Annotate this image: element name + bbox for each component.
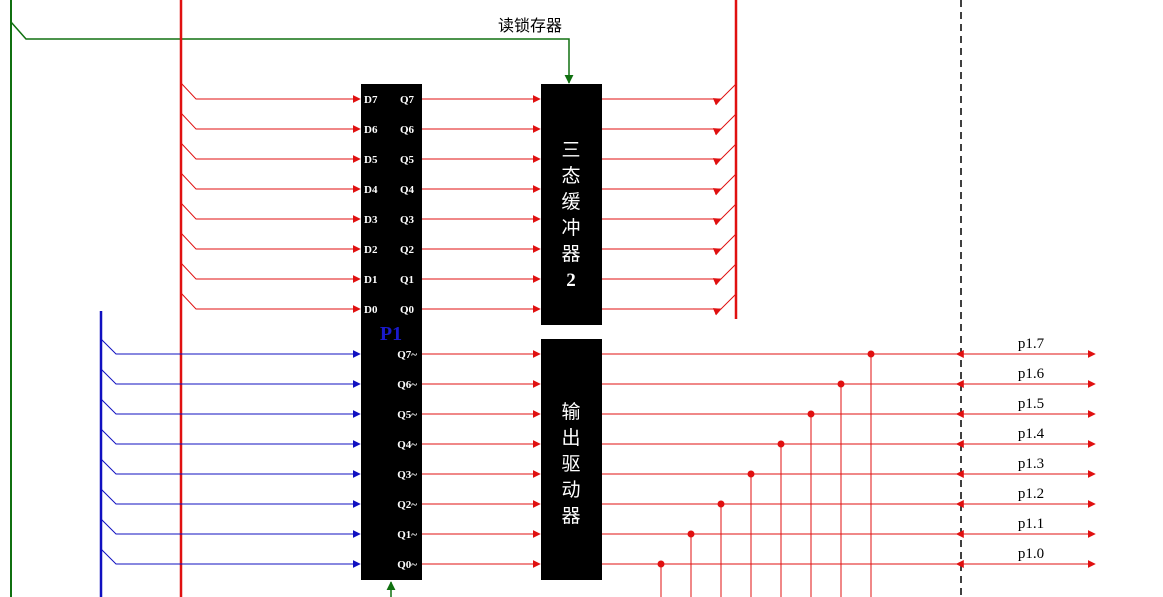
- latch-name: P1: [380, 323, 402, 345]
- buffer-output-wire: [602, 143, 737, 166]
- input-bus-wire: [100, 398, 361, 418]
- buffer-output-wire: [602, 203, 737, 226]
- junction-dot: [867, 350, 875, 358]
- latch-d-pin: D6: [364, 124, 378, 136]
- output-driver-char: 输: [561, 401, 580, 423]
- junction-dot: [717, 500, 725, 508]
- latch-qn-pin: Q4~: [397, 439, 417, 451]
- port-label: p1.2: [1018, 486, 1044, 502]
- buffer-output-wire: [602, 83, 737, 106]
- data-bus-wire: [180, 292, 361, 313]
- data-bus-wire: [180, 232, 361, 253]
- port-label: p1.0: [1018, 546, 1044, 562]
- data-bus-wire: [180, 202, 361, 223]
- input-bus-wire: [100, 518, 361, 538]
- latch-d-pin: D3: [364, 214, 378, 226]
- buffer-output-wire: [602, 233, 737, 256]
- latch-qn-pin: Q7~: [397, 349, 417, 361]
- latch-q-pin: Q4: [400, 184, 415, 196]
- latch-d-pin: D1: [364, 274, 377, 286]
- output-driver-char: 动: [561, 479, 580, 501]
- tristate-buffer-char: 冲: [561, 217, 580, 239]
- port-label: p1.4: [1018, 426, 1045, 442]
- port-label: p1.3: [1018, 456, 1044, 472]
- latch-qn-pin: Q1~: [397, 529, 417, 541]
- latch-d-pin: D5: [364, 154, 378, 166]
- input-bus-wire: [100, 338, 361, 358]
- latch-q-pin: Q3: [400, 214, 415, 226]
- junction-dot: [807, 410, 815, 418]
- junction-dot: [837, 380, 845, 388]
- port-labels: p1.7 p1.6 p1.5 p1.4 p1.3 p1.2 p1.1 p1.0: [1018, 336, 1045, 562]
- latch-qn-pin: Q0~: [397, 559, 417, 571]
- latch-d-pin: D7: [364, 94, 378, 106]
- input-bus-wire: [100, 488, 361, 508]
- data-bus-wire: [180, 112, 361, 133]
- output-driver-char: 驱: [561, 453, 580, 475]
- latch-block: [361, 84, 422, 580]
- data-bus-wire: [180, 262, 361, 283]
- junction-dot: [657, 560, 665, 568]
- latch-qn-pin: Q3~: [397, 469, 417, 481]
- port-label: p1.5: [1018, 396, 1044, 412]
- input-bus-wire: [100, 458, 361, 478]
- latch-qn-pin: Q6~: [397, 379, 417, 391]
- port-label: p1.7: [1018, 336, 1045, 352]
- data-bus-wire: [180, 142, 361, 163]
- latch-q-pin: Q2: [400, 244, 415, 256]
- latch-qn-pin: Q5~: [397, 409, 417, 421]
- data-bus-wires: [180, 82, 361, 313]
- buffer-output-wire: [602, 263, 737, 286]
- latch-q-pin: Q6: [400, 124, 415, 136]
- data-bus-wire: [180, 82, 361, 103]
- tristate-buffer-char: 器: [561, 244, 580, 265]
- data-bus-wire: [180, 172, 361, 193]
- buffer-output-wire: [602, 173, 737, 196]
- input-bus-wires: [100, 338, 361, 568]
- latch-q-pin: Q5: [400, 154, 415, 166]
- output-driver-char: 出: [561, 427, 580, 449]
- latch-q-pin: Q0: [400, 304, 415, 316]
- tristate-buffer-char: 缓: [561, 191, 580, 213]
- read-latch-signal: 读锁存器: [10, 0, 574, 597]
- junction-dot: [747, 470, 755, 478]
- read-latch-line: [10, 21, 574, 84]
- latch-q-pin: Q1: [400, 274, 414, 286]
- buffer-output-wire: [602, 113, 737, 136]
- latch-d-pin: D4: [364, 184, 378, 196]
- buffer-output-wire: [602, 293, 737, 316]
- input-bus-wire: [100, 368, 361, 388]
- latch-qn-pin: Q2~: [397, 499, 417, 511]
- port-label: p1.6: [1018, 366, 1045, 382]
- tristate-buffer-char: 三: [561, 140, 580, 161]
- input-bus-wire: [100, 428, 361, 448]
- port-label: p1.1: [1018, 516, 1044, 532]
- junction-dot: [687, 530, 695, 538]
- tristate-buffer-char: 2: [566, 270, 576, 291]
- driver-output-wires: [602, 350, 1096, 597]
- output-driver-char: 器: [561, 506, 580, 527]
- read-latch-label: 读锁存器: [498, 16, 562, 35]
- latch-d-pin: D2: [364, 244, 378, 256]
- latch-output-wires: [422, 83, 737, 568]
- tristate-buffer-block: [541, 84, 602, 325]
- junction-dot: [777, 440, 785, 448]
- tristate-buffer-char: 态: [561, 165, 580, 187]
- output-driver-block: [541, 339, 602, 580]
- latch-q-pin: Q7: [400, 94, 415, 106]
- latch-d-pin: D0: [364, 304, 378, 316]
- input-bus-wire: [100, 548, 361, 568]
